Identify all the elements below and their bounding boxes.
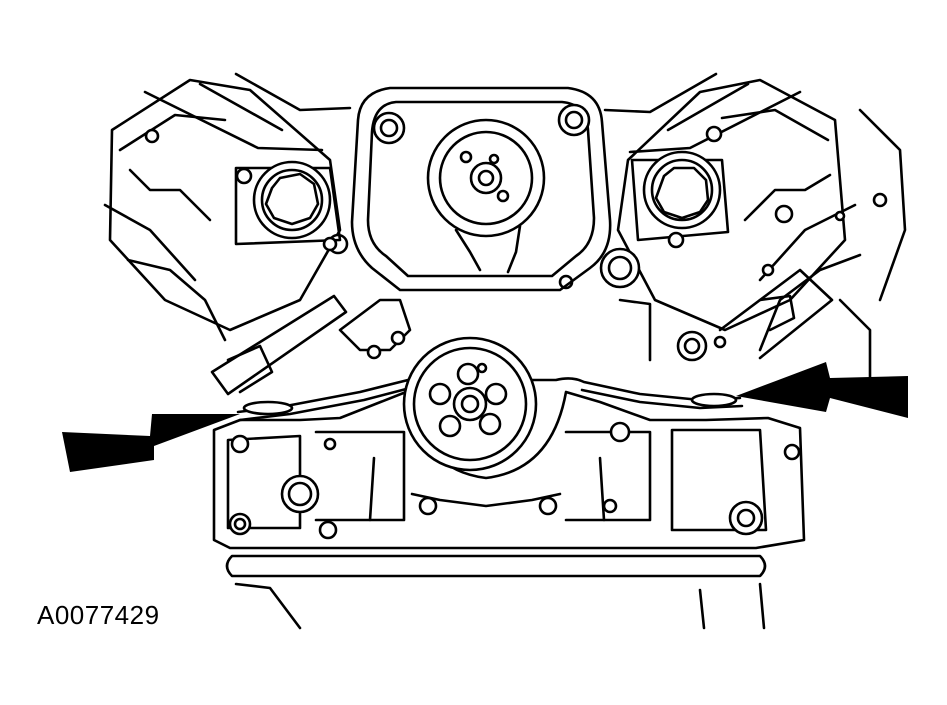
oil-pan: [225, 554, 767, 630]
right-arrow-icon: [736, 362, 908, 418]
figure-id-label: A0077429: [37, 600, 160, 630]
upper-timing-cover: [327, 86, 641, 292]
left-bracket: [210, 294, 412, 396]
left-camshaft-plug: [144, 128, 342, 252]
right-bracket: [618, 268, 834, 362]
upper-pulley: [426, 118, 546, 274]
left-arrow-icon: [62, 414, 240, 472]
crankshaft-pulley: [402, 336, 538, 472]
right-camshaft-plug: [630, 125, 888, 277]
